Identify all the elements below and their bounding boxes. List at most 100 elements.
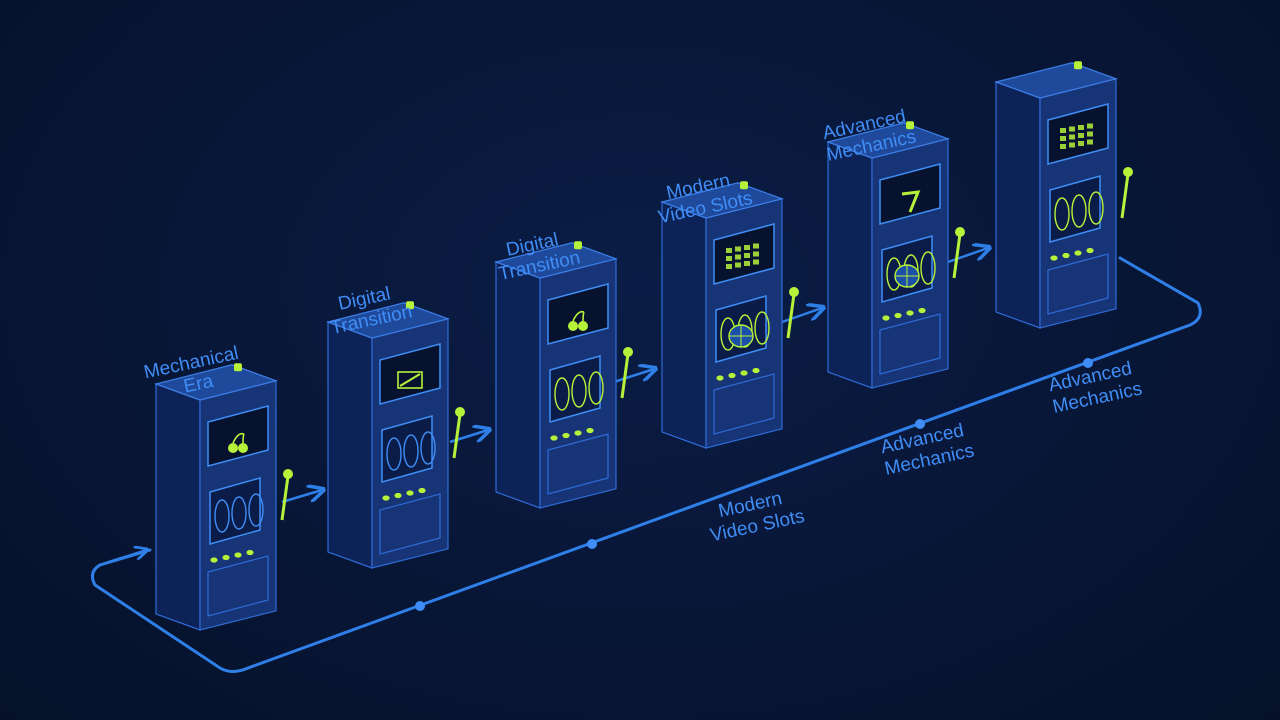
globe-icon (895, 265, 919, 287)
lower-panel (879, 313, 941, 375)
slot-machine-6 (993, 61, 1133, 329)
reel (1054, 197, 1070, 231)
grid-icon (735, 246, 741, 252)
play-button (246, 549, 254, 556)
top-light (574, 241, 582, 250)
reel-window (549, 355, 601, 423)
cherry-icon (238, 443, 248, 453)
lever-knob (455, 407, 465, 417)
reel (754, 311, 770, 345)
play-button (586, 427, 594, 434)
cabinet-top (493, 242, 619, 279)
play-button (550, 435, 558, 441)
reel (571, 374, 587, 408)
grid-icon (1069, 126, 1075, 132)
grid-icon (1060, 136, 1066, 141)
grid-icon (1060, 128, 1066, 133)
lever-arm (1120, 173, 1130, 219)
slot-machine-1 (153, 363, 293, 631)
grid-icon (744, 253, 750, 258)
lever-arm (620, 353, 630, 399)
reel (403, 434, 419, 468)
cabinet-top (659, 182, 785, 219)
grid-icon (1078, 125, 1084, 130)
play-button (894, 312, 902, 319)
play-button (882, 315, 890, 321)
reel (248, 493, 264, 527)
lower-panel (207, 555, 269, 617)
slot-machine-4 (659, 181, 799, 449)
play-button (728, 372, 736, 379)
slot-machine-5 (825, 121, 965, 389)
play-button (906, 310, 914, 316)
reel (1088, 191, 1104, 225)
cherry-icon (228, 443, 238, 453)
play-button (1062, 252, 1070, 259)
cabinet-side (661, 201, 707, 449)
cabinet-side (827, 141, 873, 389)
top-light (234, 363, 242, 372)
grid-icon (1087, 123, 1093, 129)
top-light (740, 181, 748, 190)
lever-knob (955, 227, 965, 237)
play-button (562, 432, 570, 439)
machines-layer (153, 61, 1133, 631)
play-button (1086, 247, 1094, 254)
play-button (1074, 250, 1082, 256)
lever-knob (623, 347, 633, 357)
grid-icon (726, 256, 732, 261)
reel-icon (399, 373, 421, 387)
timeline-node-4 (1083, 358, 1093, 368)
grid-icon (1078, 133, 1084, 138)
cherry-icon (572, 310, 585, 322)
grid-icon (1087, 139, 1093, 145)
timeline-node-2 (587, 539, 597, 549)
play-button (752, 367, 760, 374)
cabinet-side (495, 261, 541, 509)
grid-icon (753, 259, 759, 265)
timeline-node-3 (915, 419, 925, 429)
lower-panel (1047, 253, 1109, 315)
timeline-label-2: Advanced Mechanics (878, 419, 976, 480)
cherry-icon (232, 432, 245, 444)
grid-icon (726, 248, 732, 253)
grid-icon (744, 261, 750, 266)
grid-icon (735, 254, 741, 260)
top-light (1074, 61, 1082, 70)
play-button (382, 495, 390, 501)
play-button (234, 552, 242, 558)
play-button (1050, 255, 1058, 261)
timeline-path (90, 256, 1202, 673)
lever-knob (1123, 167, 1133, 177)
reel (231, 496, 247, 530)
arrow-4-5 (781, 308, 822, 324)
timeline-node-1 (415, 601, 425, 611)
reel (386, 437, 402, 471)
lever-knob (283, 469, 293, 479)
cabinet-top (325, 302, 451, 339)
reel-window (1049, 175, 1101, 243)
lever-arm (452, 413, 462, 459)
grid-icon (1069, 142, 1075, 148)
cabinet-top (825, 122, 951, 159)
grid-icon (744, 245, 750, 250)
grid-icon (1060, 144, 1066, 149)
play-button (740, 370, 748, 376)
reel (588, 371, 604, 405)
cabinet-top (153, 364, 279, 401)
slot-machine-3 (493, 241, 633, 509)
cabinet-top (993, 62, 1119, 99)
lower-panel (379, 493, 441, 555)
timeline-label-3: Advanced Mechanics (1046, 357, 1144, 418)
grid-icon (726, 264, 732, 269)
globe-icon (729, 325, 753, 347)
reel (920, 251, 936, 285)
reel (1071, 194, 1087, 228)
lower-panel (713, 373, 775, 435)
play-button (222, 554, 230, 561)
arrow-1-2 (281, 490, 322, 504)
reel (554, 377, 570, 411)
cabinet-side (155, 383, 201, 631)
grid-icon (753, 251, 759, 257)
